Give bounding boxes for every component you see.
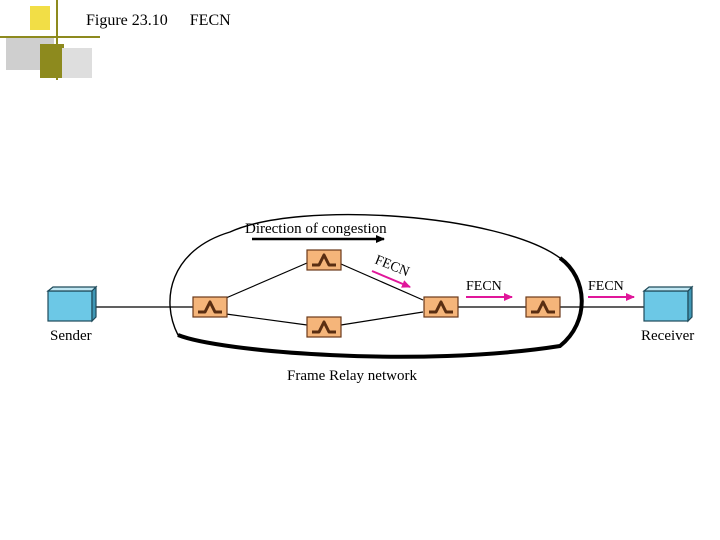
switch-icon (422, 295, 460, 319)
fecn-label-right: FECN (588, 279, 624, 294)
page-title: Figure 23.10 FECN (86, 12, 231, 30)
fecn-label-diagonal: FECN (373, 253, 412, 280)
link-switch1-switch-bottom (225, 313, 308, 326)
switch-icon (191, 295, 229, 319)
fecn-arrow-diagonal (371, 270, 411, 288)
link-switch-bottom-switch3 (340, 311, 424, 326)
switch-icon (524, 295, 562, 319)
corner-square-olive (40, 44, 64, 78)
network-label: Frame Relay network (287, 368, 417, 384)
link-switch-top-switch3 (340, 263, 424, 301)
receiver-computer-icon (643, 286, 693, 322)
network-boundary-shadow (177, 256, 584, 359)
direction-label: Direction of congestion (245, 221, 387, 237)
switch-icon (305, 315, 343, 339)
figure-number: Figure 23.10 (86, 12, 168, 29)
corner-decoration (0, 0, 100, 80)
switch-icon (305, 248, 343, 272)
fecn-label-middle: FECN (466, 279, 502, 294)
link-switch1-switch-top (225, 262, 308, 299)
figure-title: FECN (189, 12, 231, 29)
sender-label: Sender (50, 328, 92, 344)
corner-square-yellow (30, 6, 50, 30)
sender-computer-icon (47, 286, 97, 322)
receiver-label: Receiver (641, 328, 694, 344)
corner-square-gray-small (62, 48, 92, 78)
